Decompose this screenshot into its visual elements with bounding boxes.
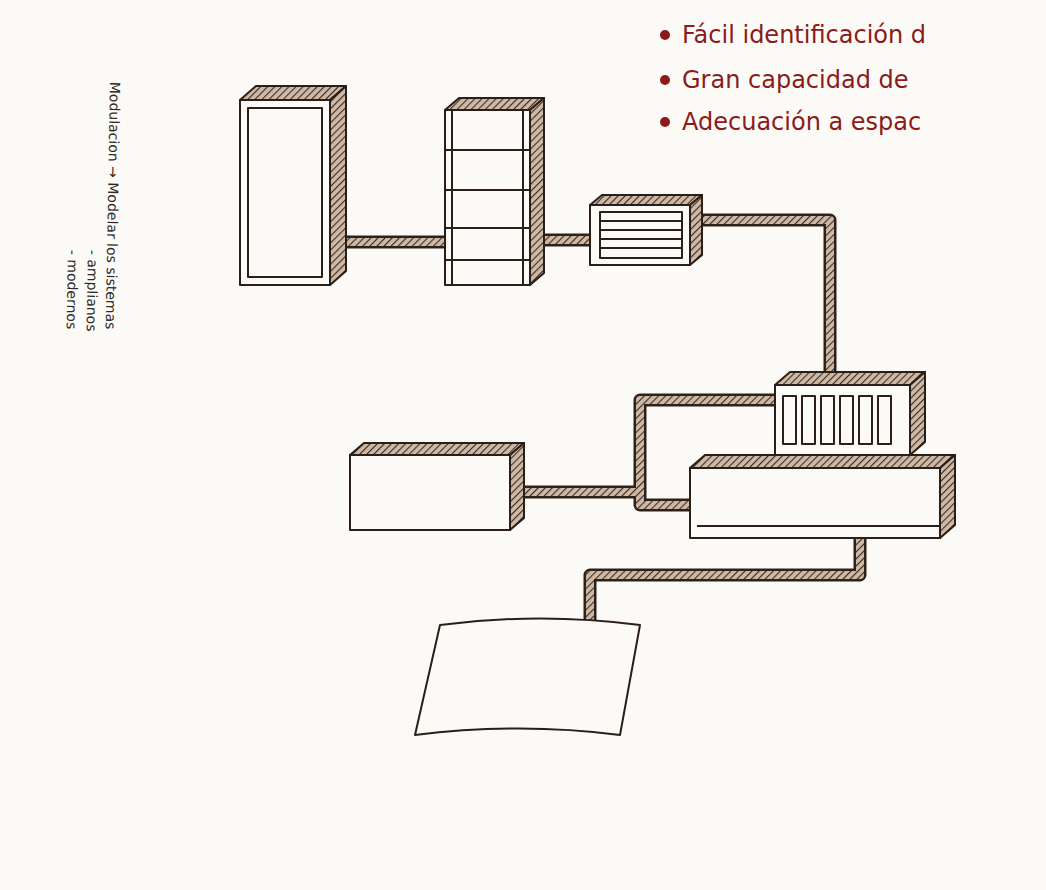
shelf-board <box>445 149 530 151</box>
bullet-dot <box>660 75 670 85</box>
rack-slat <box>821 396 834 444</box>
drawer-line <box>600 220 682 222</box>
pipe <box>346 238 445 246</box>
bullet-text: Gran capacidad de <box>682 65 909 95</box>
counter-side <box>940 455 955 538</box>
pipe <box>544 236 590 244</box>
drawer-side <box>690 195 702 265</box>
bullet-dot <box>660 117 670 127</box>
chest-front <box>350 455 510 530</box>
counter-front <box>690 468 940 538</box>
pipe <box>524 488 640 496</box>
margin-note: - modernos <box>63 250 82 330</box>
pipe <box>590 538 860 625</box>
shelf-post <box>522 110 524 285</box>
rack-slat <box>840 396 853 444</box>
shelf-board <box>445 259 530 261</box>
paper-sheet <box>415 619 640 736</box>
rack-slat <box>802 396 815 444</box>
cabinet-front <box>240 100 330 285</box>
cabinet-inner <box>248 108 322 277</box>
pipe-outline <box>346 220 860 625</box>
bullet-text: Fácil identificación d <box>682 20 926 50</box>
bullet-dot <box>660 30 670 40</box>
shelf-side <box>530 98 544 285</box>
rack-slat <box>783 396 796 444</box>
pipe-hatch <box>346 220 860 625</box>
rack-top <box>775 372 925 385</box>
boxes <box>240 86 955 735</box>
margin-note: Modulacion → Modelar los sistemas <box>102 82 124 330</box>
drawer-line <box>600 247 682 249</box>
pipe <box>544 234 590 247</box>
drawer-line <box>600 229 682 231</box>
pipe <box>346 236 445 249</box>
rack-side <box>910 372 925 455</box>
pipe <box>702 220 830 372</box>
shelf-front <box>445 110 530 285</box>
pipe <box>590 538 860 625</box>
pipe <box>524 486 640 499</box>
counter-line <box>697 525 940 527</box>
cabinet-side <box>330 86 346 285</box>
drawer-front <box>590 205 690 265</box>
cabinet-top <box>240 86 346 100</box>
drawer-inner <box>600 212 682 258</box>
chest-top <box>350 443 524 455</box>
margin-note: - amplianos <box>83 250 102 332</box>
shelf-top <box>445 98 544 110</box>
chest-side <box>510 443 524 530</box>
shelf-post <box>451 110 453 285</box>
shelf-board <box>445 189 530 191</box>
pipe <box>702 220 830 372</box>
shelf-board <box>445 227 530 229</box>
rack-front <box>775 385 910 455</box>
drawer-top <box>590 195 702 205</box>
bullet-text: Adecuación a espac <box>682 107 921 137</box>
rack-slat <box>859 396 872 444</box>
drawer-line <box>600 238 682 240</box>
counter-top <box>690 455 955 468</box>
rack-slat <box>878 396 891 444</box>
